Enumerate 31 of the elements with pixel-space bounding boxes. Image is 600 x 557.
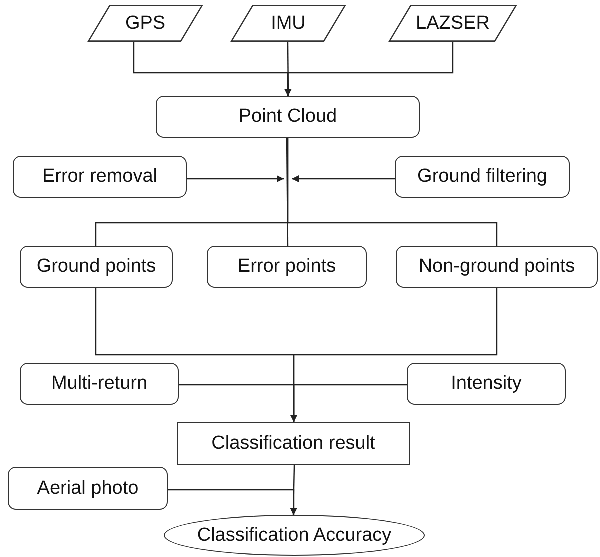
process-box [396, 246, 598, 288]
process-box [20, 246, 173, 288]
connector-arrow [168, 489, 298, 515]
node-label: Multi-return [51, 373, 148, 395]
result-box [177, 422, 410, 465]
connector-arrow [292, 176, 395, 182]
node-label: IMU [271, 12, 306, 34]
connector-arrow [284, 42, 454, 96]
node-label: Error removal [42, 166, 158, 188]
node-label: Aerial photo [37, 478, 139, 500]
node-label: Point Cloud [238, 106, 338, 128]
connector-arrow [290, 464, 298, 516]
node-label: Classification Accuracy [197, 524, 392, 546]
node-label: Ground points [36, 256, 156, 278]
process-box [207, 246, 367, 288]
connector-arrow [290, 384, 407, 422]
process-box [13, 156, 187, 198]
process-box [8, 467, 168, 510]
process-box [407, 363, 566, 405]
connector-arrow [284, 42, 292, 96]
node-label: Ground filtering [418, 166, 548, 188]
node-label: Classification result [212, 432, 376, 454]
process-box [395, 156, 570, 198]
node-label: Intensity [451, 373, 522, 395]
process-box [156, 96, 420, 138]
process-box [20, 363, 179, 405]
node-label: Non-ground points [418, 256, 576, 278]
node-label: LAZSER [416, 12, 490, 34]
connector-arrow [187, 176, 284, 182]
node-label: GPS [125, 12, 166, 34]
node-label: Error points [238, 256, 336, 278]
